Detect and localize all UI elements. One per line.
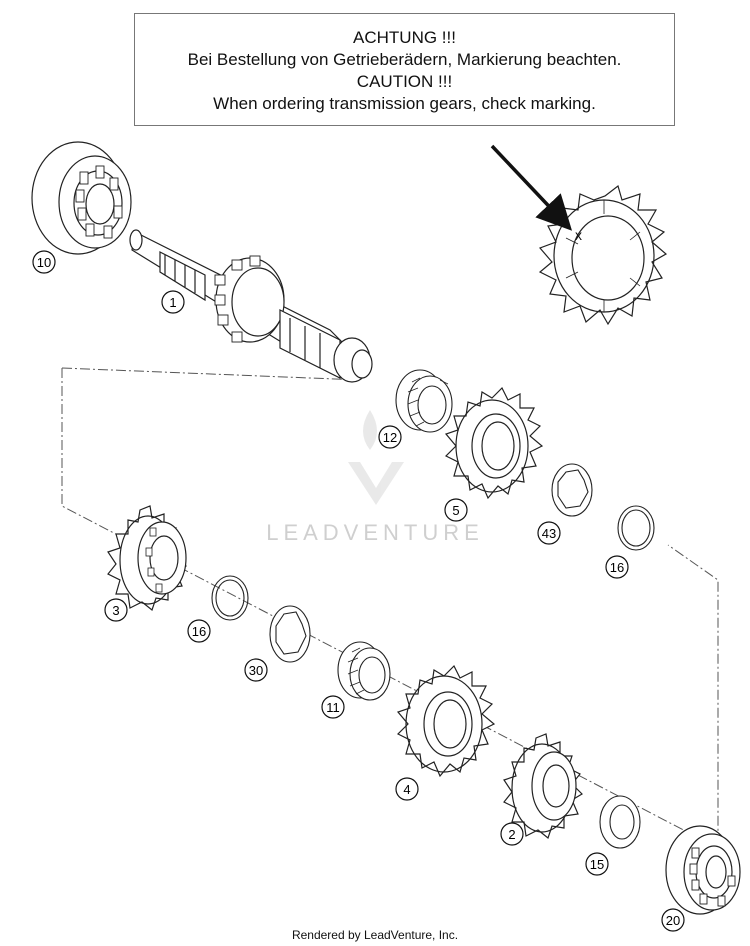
callout-label: 4 bbox=[403, 782, 410, 797]
callout-label: 16 bbox=[610, 560, 624, 575]
callout-label: 20 bbox=[666, 913, 680, 928]
gear-3 bbox=[107, 505, 187, 612]
thrust-washer-15 bbox=[599, 795, 641, 849]
callout-5[interactable]: 5 bbox=[444, 498, 468, 522]
callout-label: 15 bbox=[590, 857, 604, 872]
marking-arrow bbox=[490, 144, 573, 231]
callout-12[interactable]: 12 bbox=[378, 425, 402, 449]
callout-label: 43 bbox=[542, 526, 556, 541]
ball-bearing-20 bbox=[665, 825, 741, 915]
callout-3[interactable]: 3 bbox=[104, 598, 128, 622]
ball-bearing-10 bbox=[31, 141, 132, 255]
gear-2 bbox=[503, 733, 583, 840]
thrust-washer-30 bbox=[269, 605, 311, 663]
reference-gear-marking bbox=[538, 184, 668, 326]
callout-label: 1 bbox=[169, 295, 176, 310]
callout-label: 16 bbox=[192, 624, 206, 639]
gear-5 bbox=[444, 386, 544, 500]
callout-label: 30 bbox=[249, 663, 263, 678]
notice-line-german-heading: ACHTUNG !!! bbox=[353, 28, 456, 47]
callout-4[interactable]: 4 bbox=[395, 777, 419, 801]
watermark-text: LEADVENTURE bbox=[266, 520, 484, 545]
callout-label: 3 bbox=[112, 603, 119, 618]
callout-label: 11 bbox=[326, 700, 340, 715]
callout-label: 5 bbox=[452, 503, 459, 518]
notice-line-german-text: Bei Bestellung von Getrieberädern, Marki… bbox=[187, 50, 622, 69]
thrust-washer-43 bbox=[551, 463, 593, 517]
callout-label: 12 bbox=[383, 430, 397, 445]
callout-16-lower[interactable]: 16 bbox=[187, 619, 211, 643]
callout-20[interactable]: 20 bbox=[661, 908, 685, 932]
assembly-centerline bbox=[61, 367, 361, 381]
notice-line-english-heading: CAUTION !!! bbox=[356, 72, 453, 91]
callout-30[interactable]: 30 bbox=[244, 658, 268, 682]
circlip-16-lower bbox=[211, 575, 249, 621]
needle-bearing-11 bbox=[337, 641, 391, 701]
callout-15[interactable]: 15 bbox=[585, 852, 609, 876]
callout-16-upper[interactable]: 16 bbox=[605, 555, 629, 579]
render-credit-footer: Rendered by LeadVenture, Inc. bbox=[291, 928, 459, 942]
gear-4 bbox=[396, 664, 496, 778]
caution-notice-box: ACHTUNG !!! Bei Bestellung von Getrieber… bbox=[134, 13, 675, 126]
marking-symbol: x bbox=[575, 227, 582, 243]
callout-11[interactable]: 11 bbox=[321, 695, 345, 719]
needle-bearing-12 bbox=[395, 369, 453, 433]
callout-10[interactable]: 10 bbox=[32, 250, 56, 274]
callout-2[interactable]: 2 bbox=[500, 822, 524, 846]
main-shaft-1 bbox=[129, 229, 373, 383]
callout-43[interactable]: 43 bbox=[537, 521, 561, 545]
circlip-16-upper bbox=[617, 505, 655, 551]
callout-label: 10 bbox=[37, 255, 51, 270]
callout-1[interactable]: 1 bbox=[161, 290, 185, 314]
notice-line-english-text: When ordering transmission gears, check … bbox=[213, 94, 596, 113]
watermark-logo bbox=[348, 410, 404, 505]
callout-label: 2 bbox=[508, 827, 515, 842]
